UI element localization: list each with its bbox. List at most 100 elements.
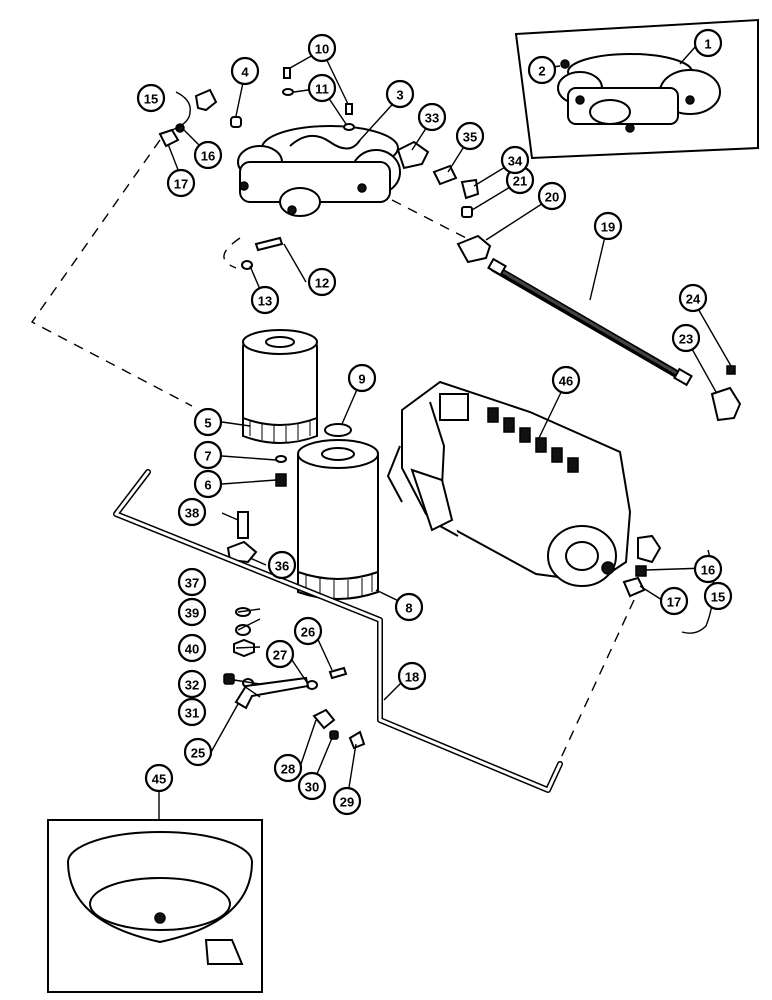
inset-filter-wrench-box	[47, 819, 263, 993]
filter-head-part-3	[237, 125, 401, 217]
svg-text:19: 19	[601, 220, 615, 235]
bolt-part-29	[348, 730, 366, 750]
svg-text:32: 32	[185, 678, 199, 693]
svg-text:15: 15	[711, 590, 725, 605]
svg-text:28: 28	[281, 762, 295, 777]
callout-15-pump: 15	[703, 581, 733, 611]
callout-20: 20	[537, 181, 567, 211]
callout-6: 6	[193, 469, 223, 499]
injection-pump-part-46	[386, 380, 632, 587]
washer-part-11b	[343, 123, 355, 131]
callout-45: 45	[144, 763, 174, 793]
nut-part-17-pump	[622, 576, 646, 598]
dashed-routing-lines	[30, 139, 635, 761]
nut-part-30	[329, 730, 339, 740]
callout-39: 39	[177, 597, 207, 627]
svg-text:33: 33	[425, 111, 439, 126]
bolt-part-26	[328, 666, 348, 680]
callout-16-pump: 16	[693, 554, 723, 584]
callout-34: 34	[500, 145, 530, 175]
svg-text:4: 4	[241, 65, 249, 80]
svg-text:15: 15	[144, 92, 158, 107]
seal-part-16-pump	[635, 565, 647, 577]
svg-text:45: 45	[152, 772, 166, 787]
brace-15-top	[159, 91, 191, 135]
svg-text:1: 1	[704, 37, 711, 52]
adapter-part-35	[432, 164, 458, 186]
callout-36: 36	[267, 550, 297, 580]
plug-part-21	[461, 206, 473, 218]
elbow-fitting-top	[194, 88, 218, 112]
fuel-filter-part-5	[242, 329, 318, 444]
bolt-part-38	[237, 511, 249, 539]
nut-part-32	[223, 673, 235, 685]
elbow-fitting-pump	[637, 534, 662, 564]
callout-37: 37	[177, 567, 207, 597]
callout-12: 12	[307, 267, 337, 297]
svg-text:17: 17	[174, 177, 188, 192]
svg-text:30: 30	[305, 780, 319, 795]
callout-17-pump: 17	[659, 586, 689, 616]
elbow-fittings-right	[710, 365, 742, 422]
filter-wrench-part-45	[67, 831, 253, 965]
callout-31: 31	[177, 697, 207, 727]
svg-text:36: 36	[275, 559, 289, 574]
clamp-part-28	[312, 708, 336, 730]
svg-text:46: 46	[559, 374, 573, 389]
callout-1: 1	[693, 28, 723, 58]
svg-text:9: 9	[358, 372, 365, 387]
svg-text:20: 20	[545, 190, 559, 205]
callout-9: 9	[347, 363, 377, 393]
drain-plug-part-6	[275, 473, 287, 487]
bracket-part-25	[234, 676, 310, 710]
svg-text:7: 7	[204, 449, 211, 464]
fuel-filter-part-8	[297, 439, 379, 600]
small-hardware-group	[158, 67, 355, 270]
callout-29: 29	[332, 786, 362, 816]
fuel-line-part-19	[487, 257, 693, 387]
svg-text:17: 17	[667, 595, 681, 610]
callout-18: 18	[397, 661, 427, 691]
svg-text:40: 40	[185, 642, 199, 657]
callout-16-top: 16	[193, 140, 223, 170]
screw-part-10b	[345, 103, 353, 115]
fuel-line-part-18	[113, 469, 563, 793]
washer-part-13	[241, 260, 253, 270]
callout-4: 4	[230, 56, 260, 86]
elbow-fittings-pump	[622, 534, 662, 598]
inset-filter-head-box	[514, 18, 759, 160]
callout-10: 10	[307, 33, 337, 63]
callout-33: 33	[417, 102, 447, 132]
callout-2: 2	[527, 55, 557, 85]
screw-part-10a	[283, 67, 291, 79]
svg-text:11: 11	[315, 82, 329, 97]
plug-part-24	[726, 365, 736, 375]
svg-text:38: 38	[185, 506, 199, 521]
callout-15-top: 15	[136, 83, 166, 113]
fittings-group-right-of-head	[396, 140, 492, 264]
callout-27: 27	[265, 639, 295, 669]
svg-text:24: 24	[686, 292, 701, 307]
callout-5: 5	[193, 407, 223, 437]
callout-13: 13	[250, 285, 280, 315]
filter-head-inset-part	[557, 53, 721, 133]
callout-46: 46	[551, 365, 581, 395]
svg-text:35: 35	[463, 130, 477, 145]
svg-text:12: 12	[315, 276, 329, 291]
svg-text:29: 29	[340, 795, 354, 810]
bolt-part-12	[254, 236, 284, 252]
callout-24: 24	[678, 283, 708, 313]
svg-text:23: 23	[679, 332, 693, 347]
bracket-hardware-lower	[223, 607, 366, 750]
callout-35: 35	[455, 121, 485, 151]
svg-text:8: 8	[405, 601, 412, 616]
svg-text:16: 16	[201, 149, 215, 164]
callout-19: 19	[593, 211, 623, 241]
svg-text:16: 16	[701, 563, 715, 578]
plug-part-2	[560, 59, 570, 69]
callout-25: 25	[183, 737, 213, 767]
callout-23: 23	[671, 323, 701, 353]
washer-part-39	[235, 624, 251, 636]
